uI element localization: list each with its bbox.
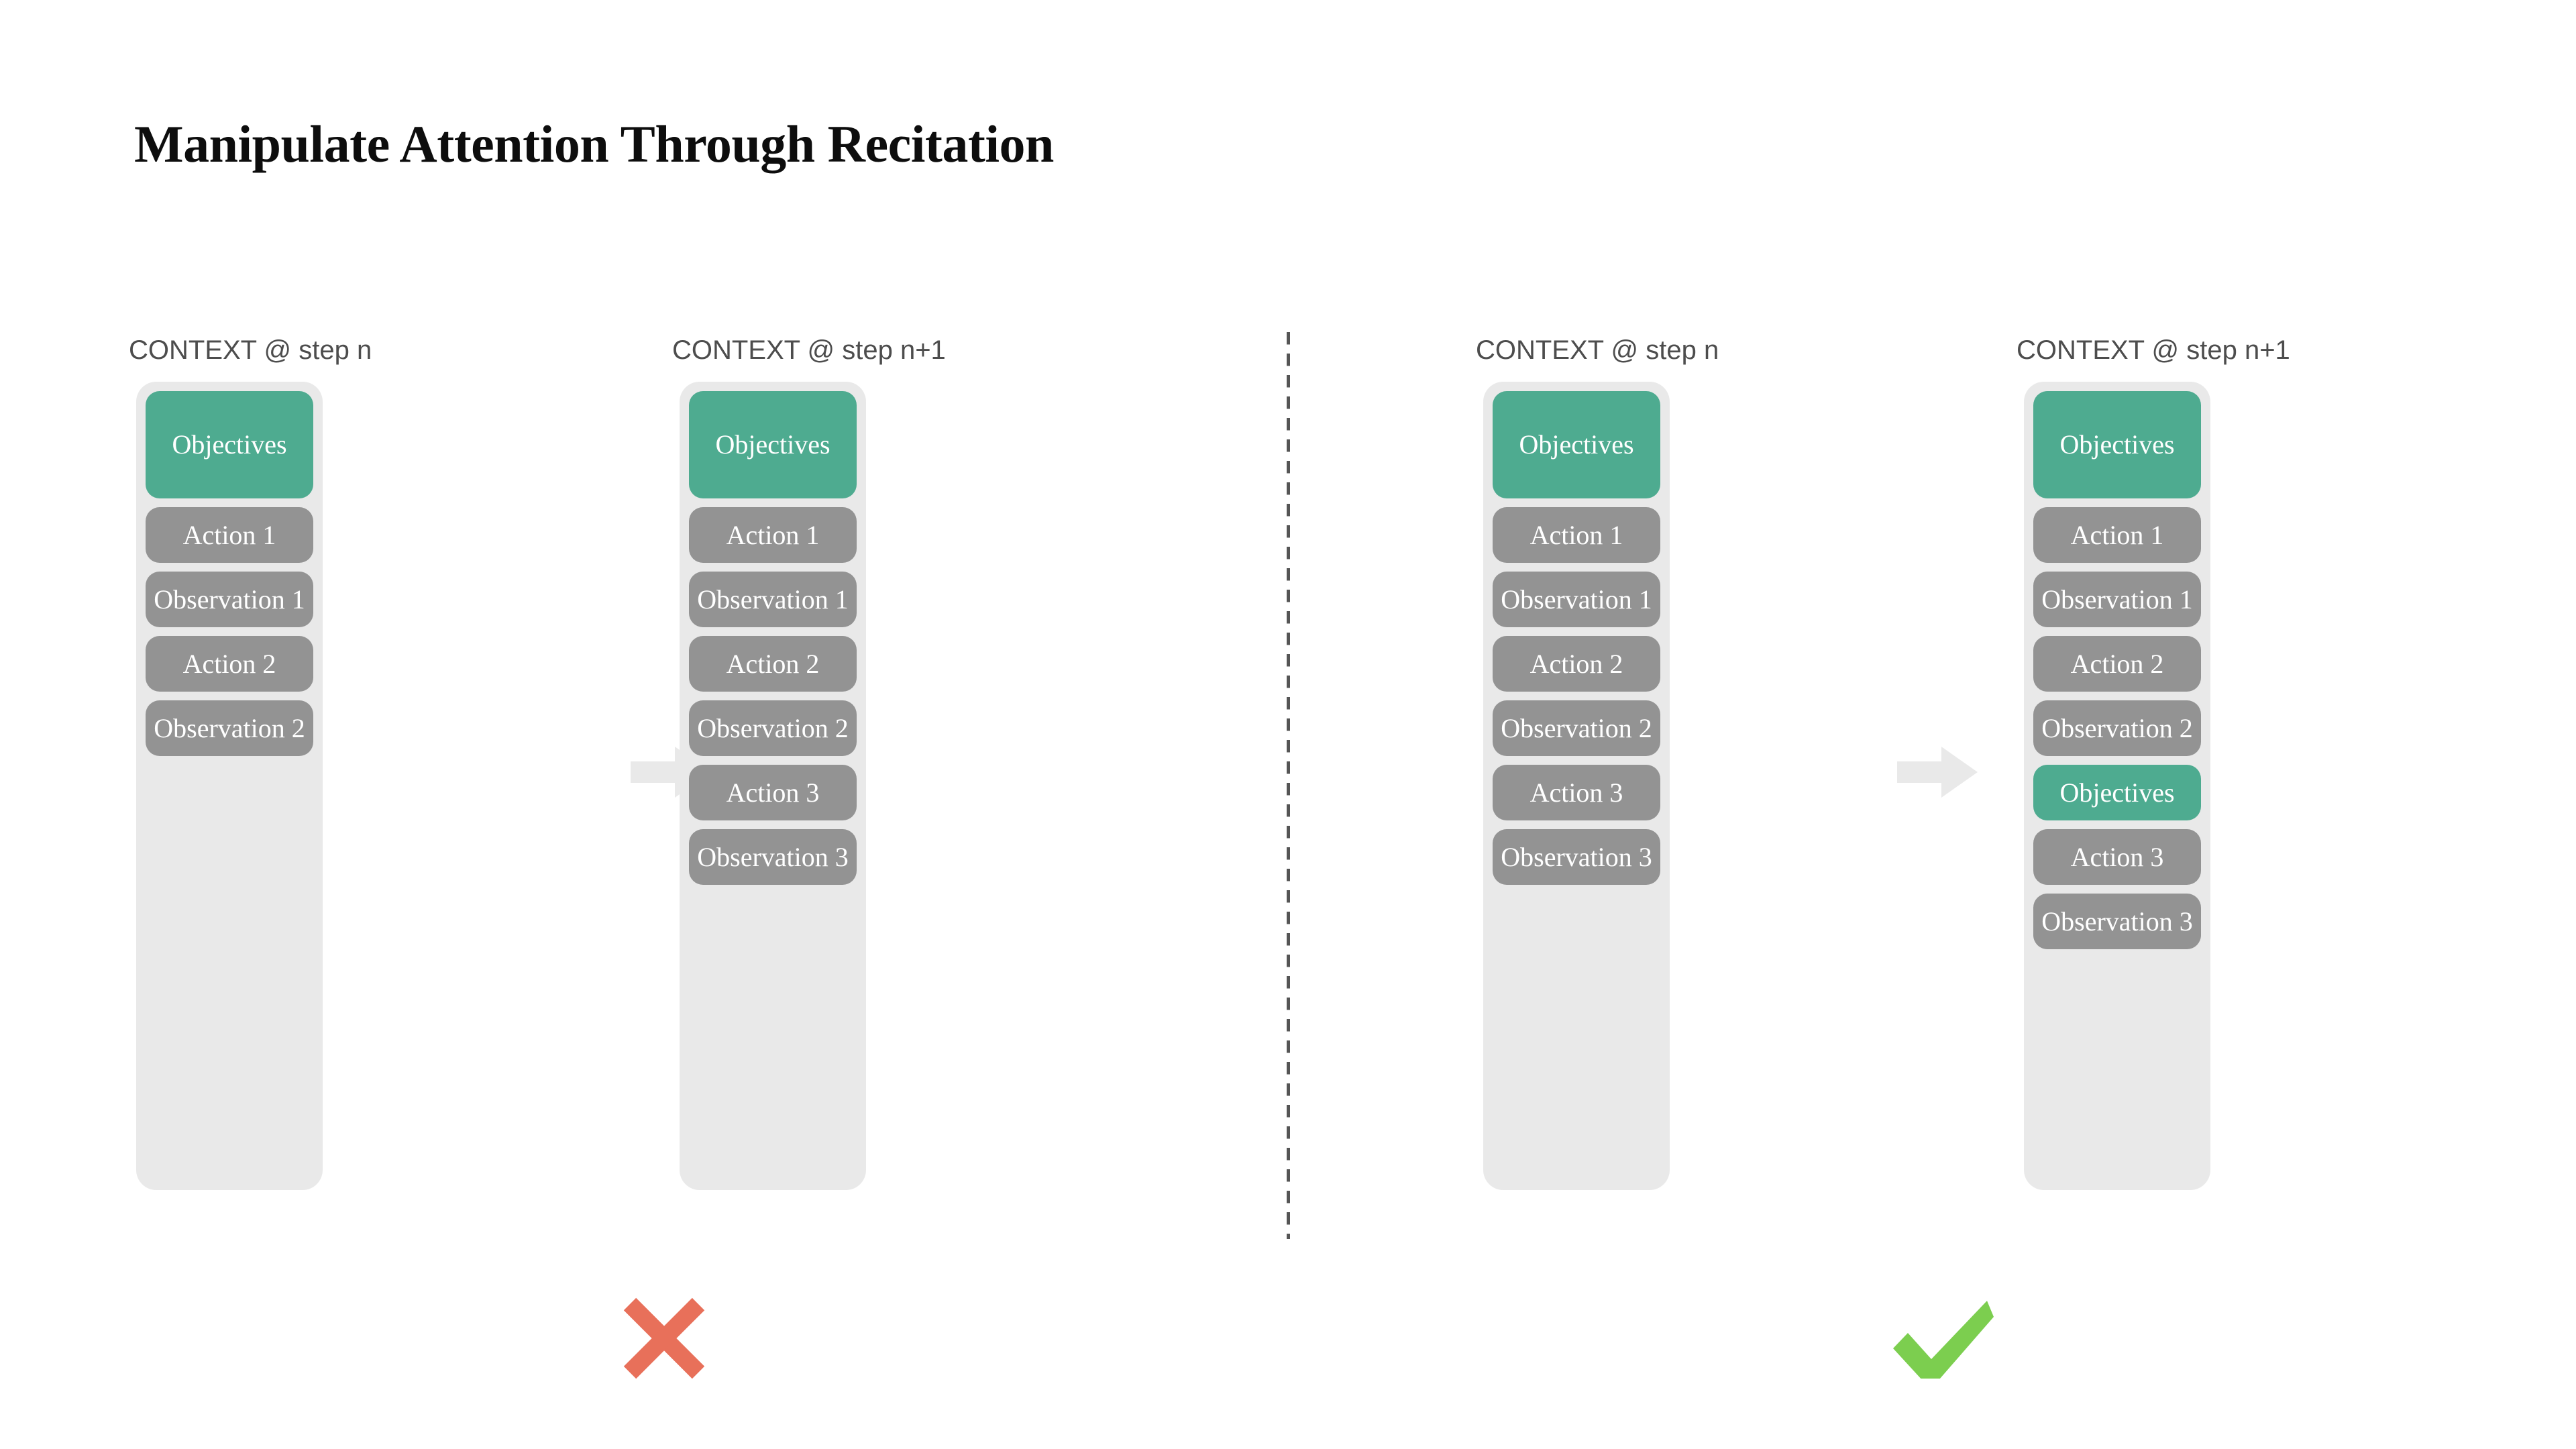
objectives-block[interactable]: Objectives [146,391,313,498]
cross-mark-icon [621,1295,708,1382]
context-block[interactable]: Observation 3 [2033,894,2201,949]
context-block[interactable]: Action 2 [689,636,857,692]
context-block[interactable]: Observation 2 [146,700,313,756]
objectives-block[interactable]: Objectives [689,391,857,498]
context-block[interactable]: Action 2 [146,636,313,692]
context-block[interactable]: Observation 1 [146,572,313,627]
context-block[interactable]: Observation 2 [689,700,857,756]
right-arrow-icon [1897,747,1978,798]
context-block[interactable]: Observation 2 [1493,700,1660,756]
context-block[interactable]: Action 2 [1493,636,1660,692]
vertical-dashed-divider [1287,332,1290,1239]
objectives-block[interactable]: Objectives [2033,391,2201,498]
context-block[interactable]: Action 1 [1493,507,1660,563]
context-block[interactable]: Action 1 [2033,507,2201,563]
column-header: CONTEXT @ step n [129,335,372,365]
context-block[interactable]: Observation 3 [689,829,857,885]
column-header: CONTEXT @ step n [1476,335,1719,365]
check-mark-icon [1893,1291,1994,1379]
context-block[interactable]: Observation 1 [2033,572,2201,627]
context-block[interactable]: Observation 1 [689,572,857,627]
context-block[interactable]: Action 1 [146,507,313,563]
context-block[interactable]: Observation 2 [2033,700,2201,756]
context-block[interactable]: Action 3 [689,765,857,820]
context-block[interactable]: Observation 3 [1493,829,1660,885]
objectives-block[interactable]: Objectives [1493,391,1660,498]
context-block[interactable]: Action 2 [2033,636,2201,692]
column-header: CONTEXT @ step n+1 [2017,335,2290,365]
column-header: CONTEXT @ step n+1 [672,335,946,365]
page-title: Manipulate Attention Through Recitation [134,115,1054,173]
objectives-block[interactable]: Objectives [2033,765,2201,820]
context-block[interactable]: Action 3 [2033,829,2201,885]
context-block[interactable]: Action 1 [689,507,857,563]
context-block[interactable]: Action 3 [1493,765,1660,820]
context-block[interactable]: Observation 1 [1493,572,1660,627]
